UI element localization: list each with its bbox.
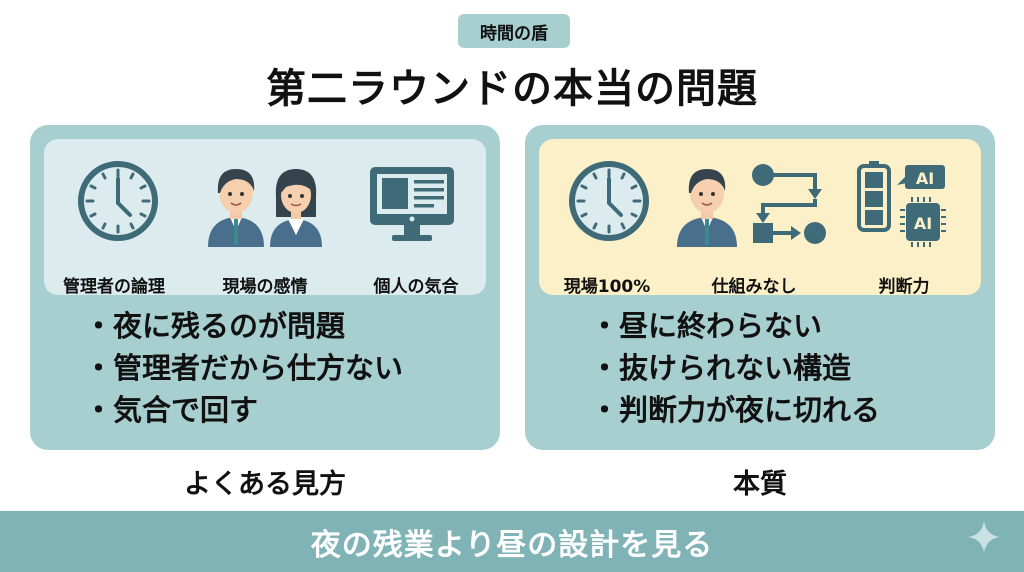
left-caption: よくある見方 (184, 469, 346, 500)
bullet-item: 夜に残るのが問題 (84, 305, 403, 347)
icon-label: 現場100% (563, 277, 651, 297)
monitor-icon (370, 167, 454, 241)
footer-message: 夜の残業より昼の設計を見る (310, 527, 714, 563)
people-icon (208, 169, 322, 247)
common-view-bullets: 夜に残るのが問題 管理者だから仕方ない 気合で回す (84, 305, 403, 431)
battery-ai-icon: AI AI (857, 161, 946, 247)
header-tag: 時間の盾 (458, 14, 570, 48)
page-title: 第二ラウンドの本当の問題 (266, 66, 758, 112)
icon-label: 管理者の論理 (63, 277, 165, 297)
icon-label: 現場の感情 (222, 277, 308, 297)
sparkle-icon (968, 521, 1000, 553)
icon-label: 判断力 (878, 277, 930, 297)
bullet-item: 判断力が夜に切れる (590, 389, 880, 431)
icon-label: 個人の気合 (373, 277, 459, 297)
common-view-panel: 管理者の論理 現場の感情 個人の気合 夜に残るのが問題 管理者だから仕方ない 気… (30, 125, 500, 450)
svg-text:AI: AI (914, 214, 932, 233)
footer-band: 夜の残業より昼の設計を見る (0, 511, 1024, 572)
bullet-item: 気合で回す (84, 389, 403, 431)
svg-text:AI: AI (916, 169, 934, 188)
bullet-item: 昼に終わらない (590, 305, 880, 347)
essence-panel: AI AI 現場100% 仕組みなし 判断力 昼に終わらない 抜けられない構造 … (525, 125, 995, 450)
flow-icon (752, 164, 826, 244)
bullet-item: 管理者だから仕方ない (84, 347, 403, 389)
right-caption: 本質 (733, 469, 787, 500)
person-icon (677, 169, 737, 247)
clock-icon (569, 161, 649, 241)
clock-icon (78, 161, 158, 241)
icon-label: 仕組みなし (711, 277, 797, 297)
common-view-icons-box: 管理者の論理 現場の感情 個人の気合 (44, 139, 486, 297)
bullet-item: 抜けられない構造 (590, 347, 880, 389)
essence-icons-box: AI AI 現場100% 仕組みなし 判断力 (539, 139, 981, 297)
essence-bullets: 昼に終わらない 抜けられない構造 判断力が夜に切れる (590, 305, 880, 431)
